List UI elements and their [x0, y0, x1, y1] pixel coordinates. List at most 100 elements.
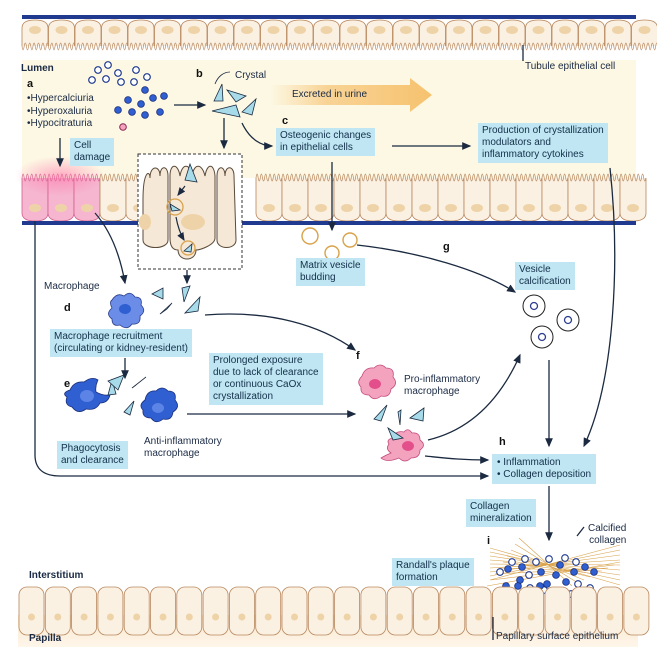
- open-mineral: [546, 556, 553, 563]
- cell-nucleus: [580, 614, 587, 621]
- risk-conditions-list: Hypercalciuria Hyperoxaluria Hypocitratu…: [27, 93, 94, 131]
- cell-nucleus: [186, 614, 193, 621]
- cell-nucleus: [370, 614, 377, 621]
- macrophage-anti-inflammatory: [141, 388, 178, 422]
- papillary-cell: [124, 587, 149, 635]
- cell-nucleus: [639, 26, 651, 34]
- cell-nucleus: [81, 614, 88, 621]
- cell-nucleus: [554, 614, 561, 621]
- cell-nucleus: [549, 204, 561, 212]
- top-epithelium: [22, 20, 657, 50]
- open-molecule: [144, 74, 151, 81]
- h-item-text: Collagen deposition: [503, 469, 591, 480]
- papillary-cell: [624, 587, 649, 635]
- macrophage-d: [109, 293, 144, 328]
- step-letter-b: b: [196, 68, 203, 80]
- top-basement-membrane: [22, 15, 636, 19]
- calcified-vesicles: [523, 295, 579, 348]
- middle-basement-membrane: [22, 221, 636, 225]
- cell-nucleus: [317, 614, 324, 621]
- prolonged-exposure-box: Prolonged exposure due to lack of cleara…: [209, 353, 323, 405]
- filled-mineral: [515, 583, 522, 590]
- matrix-vesicles: [302, 228, 357, 260]
- open-molecule: [89, 77, 96, 84]
- cell-nucleus: [575, 204, 587, 212]
- cell-nucleus: [81, 204, 93, 212]
- papillary-cell: [72, 587, 97, 635]
- microvilli: [632, 43, 657, 50]
- tubule-cell: [516, 178, 542, 221]
- filled-mineral: [553, 572, 560, 579]
- papillary-cell: [598, 587, 623, 635]
- cell-nucleus: [135, 26, 147, 34]
- collagen-mineralization-box: Collagen mineralization: [466, 499, 536, 527]
- cell-nucleus: [497, 204, 509, 212]
- cell-nucleus: [321, 26, 333, 34]
- h-item-text: Inflammation: [503, 457, 560, 468]
- cell-nucleus: [419, 204, 431, 212]
- collagen-fiber: [515, 544, 578, 583]
- cell-nucleus: [188, 26, 200, 34]
- randalls-plaque-box: Randall's plaque formation: [392, 558, 474, 586]
- papillary-cell: [387, 587, 412, 635]
- filled-molecule: [115, 107, 122, 114]
- cell-nucleus: [374, 26, 386, 34]
- cell-nucleus: [475, 614, 482, 621]
- open-mineral: [573, 559, 580, 566]
- cell-nucleus: [612, 26, 624, 34]
- cell-nucleus: [29, 26, 41, 34]
- cell-nucleus: [344, 614, 351, 621]
- papillary-cell: [203, 587, 228, 635]
- papillary-cell: [19, 587, 44, 635]
- tubule-cell: [100, 178, 126, 221]
- cell-nucleus: [107, 204, 119, 212]
- cell-nucleus: [445, 204, 457, 212]
- filled-mineral: [563, 579, 570, 586]
- tubule-cell: [464, 178, 490, 221]
- open-molecule: [115, 70, 122, 77]
- cell-nucleus: [268, 26, 280, 34]
- papillary-cell: [440, 587, 465, 635]
- open-molecule: [131, 79, 138, 86]
- inflammation-collagen-box: • Inflammation • Collagen deposition: [492, 454, 596, 484]
- tubule-cell: [256, 178, 282, 221]
- tubule-cell: [568, 178, 594, 221]
- cell-nucleus: [367, 204, 379, 212]
- cell-nucleus: [215, 26, 227, 34]
- macrophage-phagocytosing-e: [65, 378, 110, 411]
- condition-item: Hyperoxaluria: [27, 106, 94, 119]
- step-letter-g: g: [443, 241, 450, 253]
- excreted-in-urine-label: Excreted in urine: [292, 89, 367, 101]
- cell-nucleus: [56, 26, 68, 34]
- tubule-cell: [412, 178, 438, 221]
- macrophage-label: Macrophage: [44, 281, 100, 293]
- open-molecule: [133, 67, 140, 74]
- cell-nucleus: [29, 204, 41, 212]
- cell-nucleus: [347, 26, 359, 34]
- papillary-cell: [282, 587, 307, 635]
- matrix-vesicle-box: Matrix vesicle budding: [296, 258, 365, 286]
- macrophage-recruitment-box: Macrophage recruitment (circulating or k…: [50, 329, 192, 357]
- anti-inflammatory-macrophage-label: Anti-inflammatory macrophage: [144, 436, 222, 460]
- citrate-molecule: [120, 124, 127, 131]
- papillary-cell: [335, 587, 360, 635]
- cell-nucleus: [162, 26, 174, 34]
- filled-mineral: [571, 569, 578, 576]
- open-mineral: [533, 559, 540, 566]
- cell-nucleus: [315, 204, 327, 212]
- condition-item: Hypercalciuria: [27, 93, 94, 106]
- cell-nucleus: [528, 614, 535, 621]
- cell-nucleus: [586, 26, 598, 34]
- cell-nucleus: [506, 26, 518, 34]
- papillary-cell: [308, 587, 333, 635]
- papillary-cell: [45, 587, 70, 635]
- cell-nucleus: [263, 204, 275, 212]
- cell-nucleus: [533, 26, 545, 34]
- step-letter-f: f: [356, 350, 360, 362]
- open-molecule: [95, 67, 102, 74]
- papillary-cell: [519, 587, 544, 635]
- cell-nucleus: [238, 614, 245, 621]
- cell-nucleus: [396, 614, 403, 621]
- open-mineral: [562, 555, 569, 562]
